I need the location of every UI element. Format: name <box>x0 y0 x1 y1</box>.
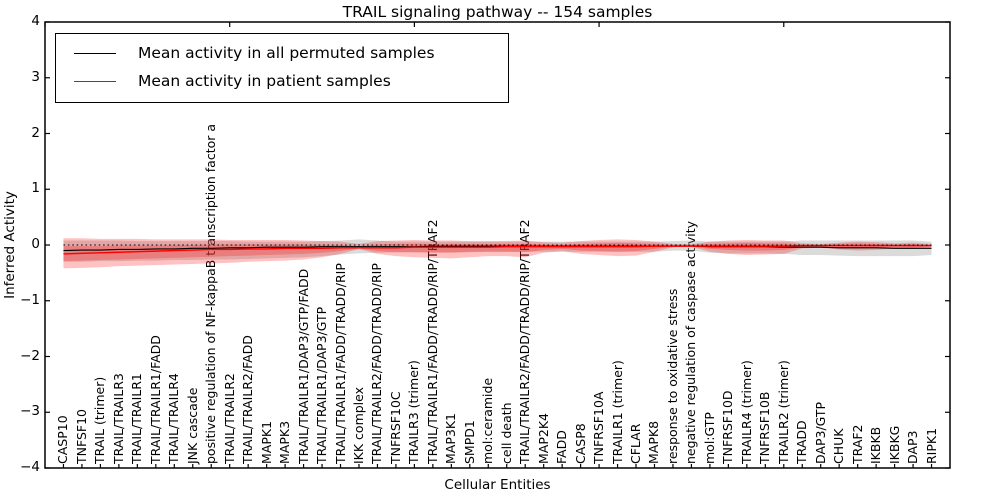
x-tick-label: TRAILR2 (trimer) <box>775 360 791 464</box>
x-tick-label: response to oxidative stress <box>664 288 680 464</box>
x-tick-label: MAP2K4 <box>535 413 551 464</box>
x-tick-label: MAPK3 <box>277 420 293 464</box>
x-tick-label: DAP3 <box>905 430 921 464</box>
y-tick-label: −1 <box>20 291 40 308</box>
x-tick-label: TRAIL/TRAILR1/DAP3/GTP <box>314 306 330 464</box>
y-tick-label: 4 <box>31 13 40 29</box>
x-tick-label: MAP3K1 <box>443 413 459 464</box>
y-tick-label: 3 <box>31 68 40 85</box>
legend-item-patient: Mean activity in patient samples <box>56 67 508 95</box>
x-tick-label: TRAIL/TRAILR3 <box>110 373 126 464</box>
y-tick-label: −2 <box>20 347 40 364</box>
x-tick-label: TNFRSF10A <box>591 391 607 464</box>
x-tick-label: TRAIL (trimer) <box>92 376 108 464</box>
x-tick-label: IKBKB <box>868 426 884 464</box>
x-tick-label: TNFRSF10B <box>757 391 773 464</box>
legend: Mean activity in all permuted samples Me… <box>55 33 509 103</box>
chart-title: TRAIL signaling pathway -- 154 samples <box>342 3 653 21</box>
x-tick-label: TRAIL/TRAILR1/FADD/TRADD/RIP/TRAF2 <box>424 219 440 464</box>
y-tick-label: 1 <box>31 180 40 197</box>
x-tick-label: CFLAR <box>628 423 644 464</box>
x-tick-label: JNK cascade <box>184 387 200 464</box>
x-tick-label: FADD <box>554 430 570 464</box>
x-tick-label: TNFRSF10D <box>720 390 736 464</box>
x-tick-label: TRAIL/TRAILR1/DAP3/GTP/FADD <box>295 268 311 464</box>
x-tick-label: TRAILR4 (trimer) <box>738 360 754 464</box>
permuted-line-sample <box>74 52 116 54</box>
x-tick-label: TRAIL/TRAILR1/FADD <box>147 335 163 464</box>
x-tick-label: TNFRSF10C <box>387 391 403 464</box>
x-tick-label: TRAIL/TRAILR1/FADD/TRADD/RIP <box>332 263 348 464</box>
x-tick-label: mol:ceramide <box>480 377 496 464</box>
x-tick-label: IKBKG <box>886 425 902 464</box>
x-tick-label: TRAF2 <box>849 424 865 464</box>
x-tick-label: cell death <box>498 402 514 464</box>
legend-item-permuted: Mean activity in all permuted samples <box>56 39 508 67</box>
x-tick-label: MAPK8 <box>646 420 662 464</box>
x-tick-label: CASP10 <box>55 415 71 464</box>
x-tick-label: negative regulation of caspase activity <box>683 220 699 464</box>
x-tick-label: TRAILR1 (trimer) <box>609 360 625 464</box>
x-tick-label: MAPK1 <box>258 420 274 464</box>
x-tick-label: positive regulation of NF-kappaB transcr… <box>203 123 219 464</box>
legend-label: Mean activity in all permuted samples <box>138 44 435 62</box>
y-tick-label: −4 <box>20 459 40 475</box>
x-tick-label: TNFSF10 <box>73 409 89 464</box>
y-tick-label: −3 <box>20 403 40 420</box>
x-tick-label: CASP8 <box>572 423 588 464</box>
x-axis-title: Cellular Entities <box>444 477 551 493</box>
x-tick-label: DAP3/GTP <box>812 401 828 464</box>
x-tick-label: TRAIL/TRAILR2/FADD/TRADD/RIP/TRAF2 <box>517 219 533 464</box>
x-tick-label: TRAIL/TRAILR1 <box>129 373 145 464</box>
x-tick-label: TRAIL/TRAILR2 <box>221 373 237 464</box>
patient-line-sample <box>74 80 116 82</box>
x-tick-label: TRADD <box>794 420 810 464</box>
x-tick-label: IKK complex <box>350 386 366 464</box>
y-tick-label: 2 <box>31 124 40 141</box>
x-tick-label: CHUK <box>831 428 847 464</box>
y-tick-label: 0 <box>31 236 40 252</box>
x-tick-label: TRAIL/TRAILR4 <box>166 373 182 464</box>
x-tick-label: RIPK1 <box>923 427 939 464</box>
x-tick-label: SMPD1 <box>461 420 477 464</box>
x-tick-label: TRAIL/TRAILR2/FADD/TRADD/RIP <box>369 263 385 464</box>
x-tick-label: mol:GTP <box>701 412 717 464</box>
legend-label: Mean activity in patient samples <box>138 72 391 90</box>
x-tick-label: TRAIL/TRAILR2/FADD <box>240 335 256 464</box>
x-tick-label: TRAILR3 (trimer) <box>406 360 422 464</box>
